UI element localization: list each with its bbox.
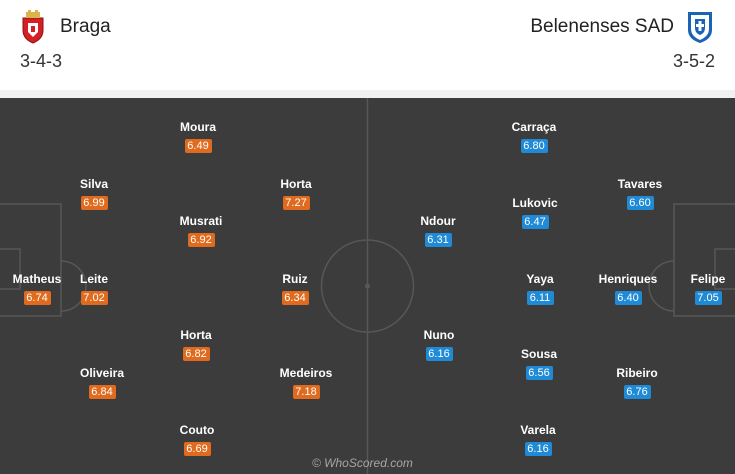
player-name: Varela: [520, 423, 556, 437]
player-away-sousa[interactable]: Sousa 6.56: [494, 347, 584, 381]
player-rating: 6.16: [425, 347, 453, 361]
player-away-nuno[interactable]: Nuno 6.16: [394, 328, 484, 362]
player-name: Matheus: [12, 272, 62, 286]
player-name: Medeiros: [279, 366, 333, 380]
player-name: Moura: [180, 120, 216, 134]
player-home-matheus[interactable]: Matheus 6.74: [0, 272, 82, 306]
player-rating: 6.16: [524, 442, 552, 456]
braga-crest-icon: [22, 10, 44, 44]
player-rating: 7.18: [292, 385, 320, 399]
player-away-ribeiro[interactable]: Ribeiro 6.76: [592, 366, 682, 400]
player-home-horta-mid[interactable]: Horta 6.82: [151, 328, 241, 362]
player-home-musrati[interactable]: Musrati 6.92: [156, 214, 246, 248]
player-name: Horta: [180, 328, 212, 342]
away-team-name[interactable]: Belenenses SAD: [530, 16, 674, 37]
player-name: Oliveira: [79, 366, 125, 380]
player-away-ndour[interactable]: Ndour 6.31: [393, 214, 483, 248]
whoscored-watermark: © WhoScored.com: [312, 456, 413, 470]
player-name: Couto: [179, 423, 215, 437]
header-separator: [0, 90, 735, 98]
player-name: Lukovic: [512, 196, 558, 210]
player-rating: 6.99: [80, 196, 108, 210]
player-rating: 6.40: [614, 291, 642, 305]
player-home-moura[interactable]: Moura 6.49: [153, 120, 243, 154]
player-rating: 6.47: [521, 215, 549, 229]
player-rating: 6.76: [623, 385, 651, 399]
player-name: Felipe: [690, 272, 726, 286]
player-rating: 6.34: [281, 291, 309, 305]
player-rating: 6.84: [88, 385, 116, 399]
player-rating: 6.11: [526, 291, 554, 305]
player-name: Ruiz: [282, 272, 308, 286]
player-home-couto[interactable]: Couto 6.69: [152, 423, 242, 457]
player-home-oliveira[interactable]: Oliveira 6.84: [57, 366, 147, 400]
player-name: Silva: [79, 177, 109, 191]
player-home-leite[interactable]: Leite 7.02: [49, 272, 139, 306]
player-away-felipe[interactable]: Felipe 7.05: [663, 272, 735, 306]
player-rating: 6.60: [626, 196, 654, 210]
player-name: Leite: [79, 272, 108, 286]
player-name: Sousa: [520, 347, 557, 361]
player-rating: 6.69: [183, 442, 211, 456]
player-name: Ndour: [420, 214, 456, 228]
player-home-medeiros[interactable]: Medeiros 7.18: [261, 366, 351, 400]
home-team-name[interactable]: Braga: [60, 16, 111, 37]
player-home-horta-fwd[interactable]: Horta 7.27: [251, 177, 341, 211]
match-header: Braga 3-4-3 Belenenses SAD 3-5-2: [0, 0, 735, 90]
player-name: Carraça: [511, 120, 557, 134]
player-away-carraca[interactable]: Carraça 6.80: [489, 120, 579, 154]
player-away-yaya[interactable]: Yaya 6.11: [495, 272, 585, 306]
player-name: Ribeiro: [616, 366, 658, 380]
player-away-varela[interactable]: Varela 6.16: [493, 423, 583, 457]
player-rating: 6.80: [520, 139, 548, 153]
home-formation: 3-4-3: [20, 51, 63, 71]
player-rating: 6.31: [424, 233, 452, 247]
pitch-lines: [0, 98, 735, 474]
player-rating: 7.27: [282, 196, 310, 210]
player-home-silva[interactable]: Silva 6.99: [49, 177, 139, 211]
player-name: Musrati: [179, 214, 223, 228]
player-away-tavares[interactable]: Tavares 6.60: [595, 177, 685, 211]
player-rating: 6.92: [187, 233, 215, 247]
player-rating: 7.02: [80, 291, 108, 305]
pitch: Matheus 6.74 Silva 6.99 Leite 7.02 Olive…: [0, 98, 735, 474]
player-away-lukovic[interactable]: Lukovic 6.47: [490, 196, 580, 230]
player-away-henriques[interactable]: Henriques 6.40: [583, 272, 673, 306]
player-home-ruiz[interactable]: Ruiz 6.34: [250, 272, 340, 306]
player-name: Horta: [280, 177, 312, 191]
player-rating: 6.82: [182, 347, 210, 361]
player-rating: 6.49: [184, 139, 212, 153]
player-name: Yaya: [526, 272, 554, 286]
player-name: Henriques: [598, 272, 658, 286]
player-name: Nuno: [423, 328, 455, 342]
away-formation: 3-5-2: [672, 51, 715, 71]
player-rating: 6.74: [23, 291, 51, 305]
belenenses-crest-icon: [688, 12, 712, 43]
player-name: Tavares: [617, 177, 663, 191]
player-rating: 7.05: [694, 291, 722, 305]
player-rating: 6.56: [525, 366, 553, 380]
